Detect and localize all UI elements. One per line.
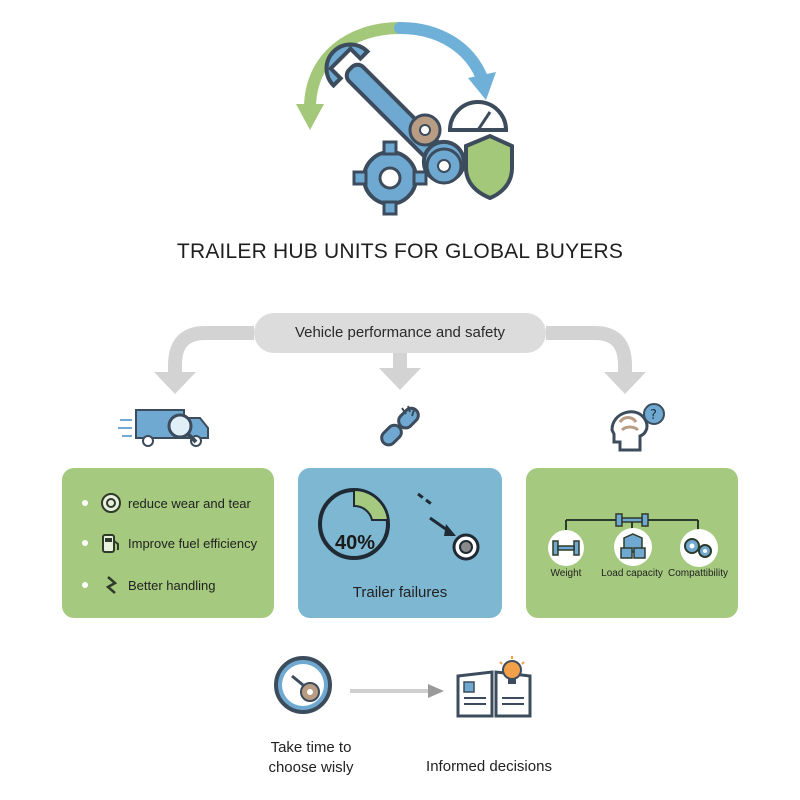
benefit-label: Better handling: [128, 577, 216, 593]
broken-chain-icon: [372, 400, 428, 456]
choose-wisely-label: Take time to choose wisly: [268, 739, 354, 776]
wheel-hub-icon: [416, 492, 486, 562]
failures-panel: 40% Trailer failures: [298, 468, 502, 618]
benefits-panel: reduce wear and tear Improve fuel effici…: [62, 468, 274, 618]
percent-donut: [314, 482, 396, 564]
bullet-icon: [82, 500, 88, 506]
tire-icon: [100, 492, 122, 514]
hero-maintenance-icon: [290, 18, 520, 218]
list-item: Improve fuel efficiency: [82, 532, 257, 554]
page-title: TRAILER HUB UNITS FOR GLOBAL BUYERS: [176, 240, 624, 263]
brain-question-icon: ?: [606, 402, 666, 454]
boxes-icon: [612, 526, 654, 568]
criteria-label-compatibility: Compattibility: [667, 568, 729, 579]
failure-percent: 40%: [334, 532, 376, 554]
clock-gear-icon: [272, 654, 334, 716]
list-item: reduce wear and tear: [82, 492, 251, 514]
criteria-connectors: [526, 468, 738, 618]
steering-icon: [100, 574, 122, 596]
hub-label: Vehicle performance and safety: [254, 313, 546, 353]
criteria-panel: Weight Load capacity Compattibility: [526, 468, 738, 618]
svg-text:?: ?: [650, 408, 657, 423]
bullet-icon: [82, 540, 88, 546]
criteria-label-weight: Weight: [550, 568, 582, 579]
fuel-pump-icon: [100, 532, 122, 554]
truck-search-icon: [118, 404, 214, 450]
criteria-label-load: Load capacity: [601, 568, 663, 579]
informed-decisions-label: Informed decisions: [426, 758, 552, 775]
dumbbell-icon: [546, 528, 586, 568]
bullet-icon: [82, 582, 88, 588]
failures-caption: Trailer failures: [352, 584, 448, 601]
list-item: Better handling: [82, 574, 215, 596]
gears-icon: [678, 528, 720, 568]
benefit-label: reduce wear and tear: [128, 495, 251, 511]
benefit-label: Improve fuel efficiency: [128, 535, 258, 551]
book-lightbulb-icon: [454, 656, 534, 720]
